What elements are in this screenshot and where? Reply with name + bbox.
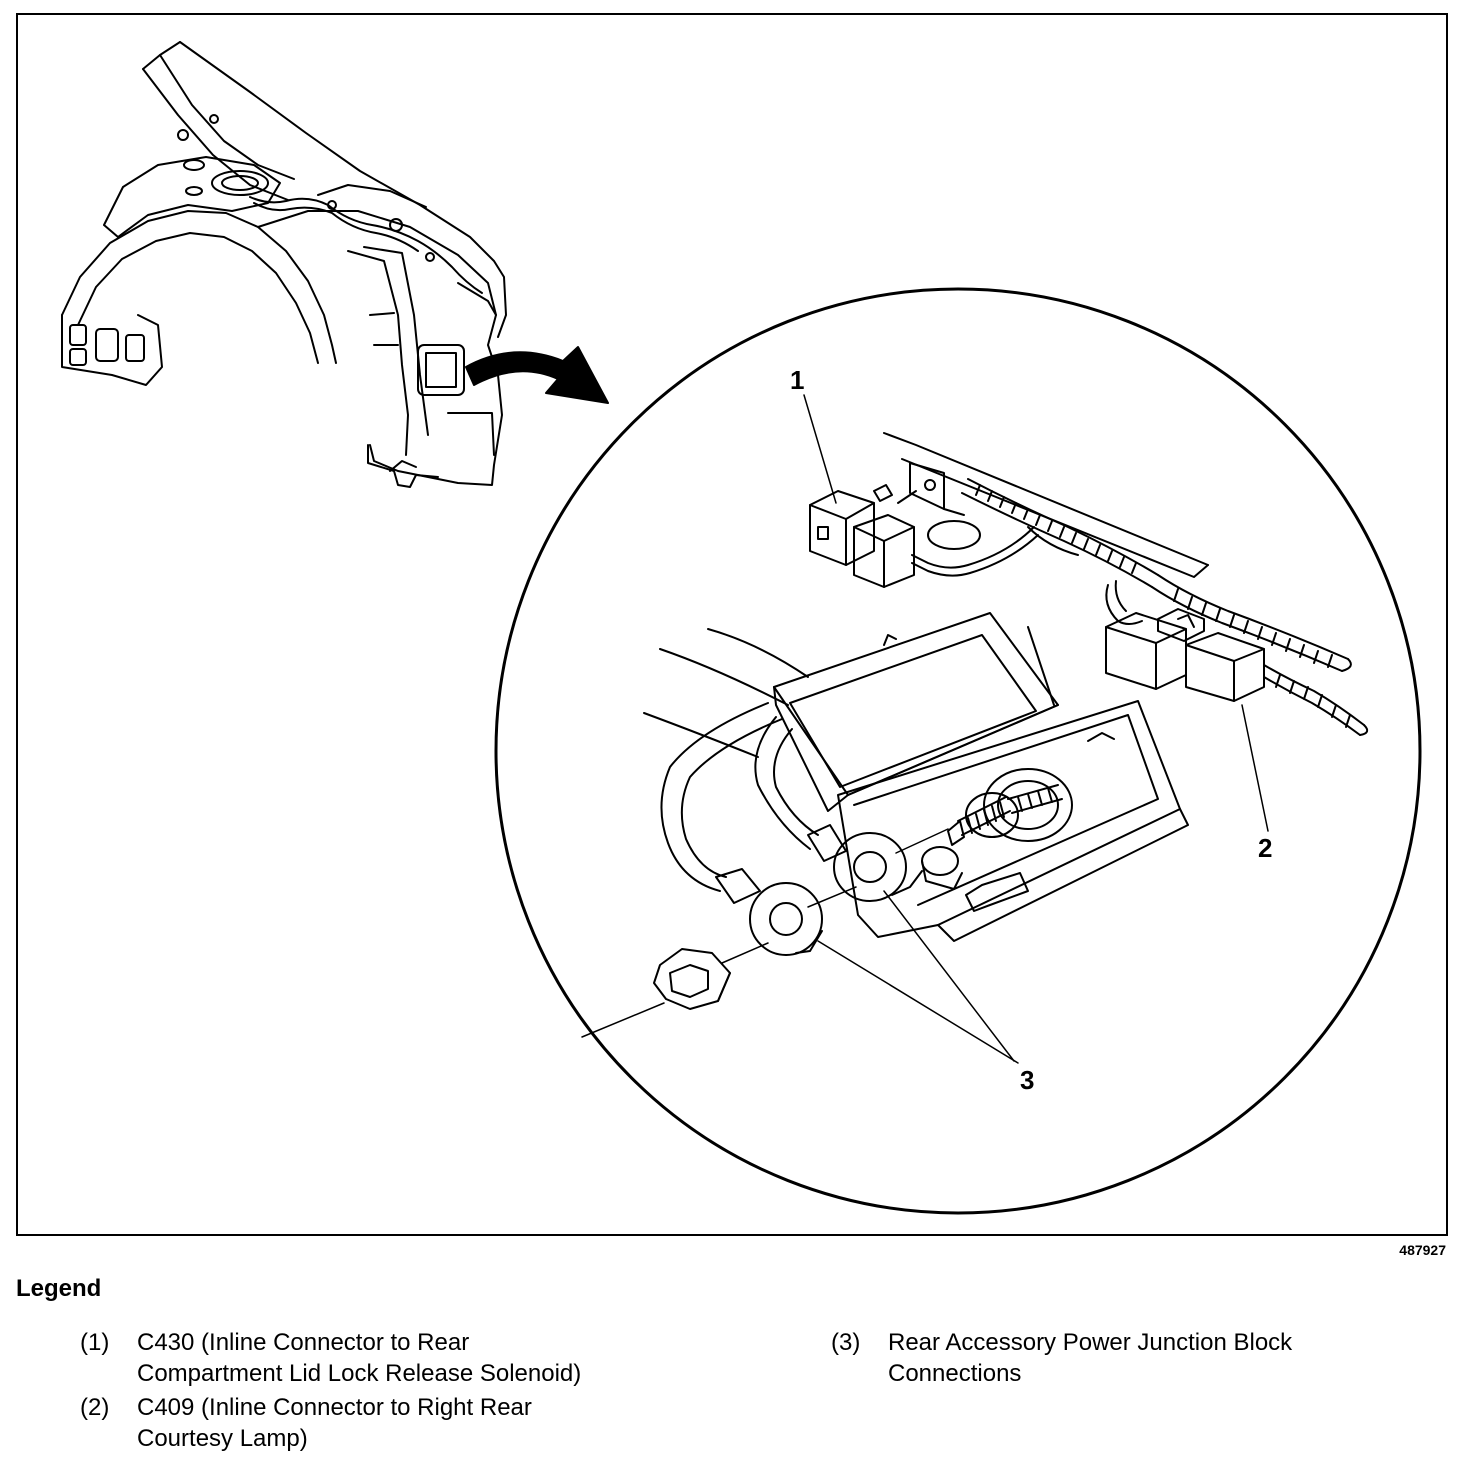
figure-id: 487927 bbox=[1399, 1242, 1446, 1258]
callout-3: 3 bbox=[1020, 1065, 1034, 1095]
junction-block bbox=[773, 612, 1189, 942]
callout-1: 1 bbox=[790, 365, 804, 395]
legend-item-number: (1) bbox=[80, 1329, 110, 1356]
legend-item-text: Rear Accessory Power Junction Block Conn… bbox=[888, 1329, 1293, 1387]
legend-item-1: (1) C430 (Inline Connector to Rear Compa… bbox=[80, 1327, 780, 1391]
diagram-frame: 1 2 3 bbox=[16, 13, 1448, 1236]
zoom-arrow bbox=[465, 346, 609, 404]
callout-2: 2 bbox=[1258, 833, 1272, 863]
leader-lines bbox=[803, 394, 1269, 1064]
connector-c409 bbox=[1105, 608, 1369, 736]
legend-item-text: C409 (Inline Connector to Right Rear Cou… bbox=[137, 1394, 532, 1452]
assembly-axis-line bbox=[581, 828, 949, 1038]
diagram-illustration: 1 2 3 bbox=[61, 41, 1422, 1215]
legend-item-2: (2) C409 (Inline Connector to Right Rear… bbox=[80, 1392, 780, 1456]
legend-item-3: (3) Rear Accessory Power Junction Block … bbox=[831, 1327, 1451, 1391]
battery-cable bbox=[660, 702, 847, 904]
body-panel bbox=[643, 432, 1209, 758]
legend-item-text: C430 (Inline Connector to Rear Compartme… bbox=[137, 1329, 582, 1387]
connector-c430 bbox=[809, 484, 1039, 588]
legend-item-number: (3) bbox=[831, 1329, 861, 1356]
wiring-harness bbox=[961, 478, 1352, 672]
washer-upper bbox=[833, 832, 923, 902]
legend-item-number: (2) bbox=[80, 1394, 110, 1421]
vehicle-body-overview bbox=[61, 41, 507, 488]
detail-circle bbox=[494, 287, 1422, 1215]
legend-title: Legend bbox=[16, 1275, 102, 1302]
hex-nut bbox=[653, 948, 731, 1010]
washer-lower bbox=[749, 882, 823, 956]
